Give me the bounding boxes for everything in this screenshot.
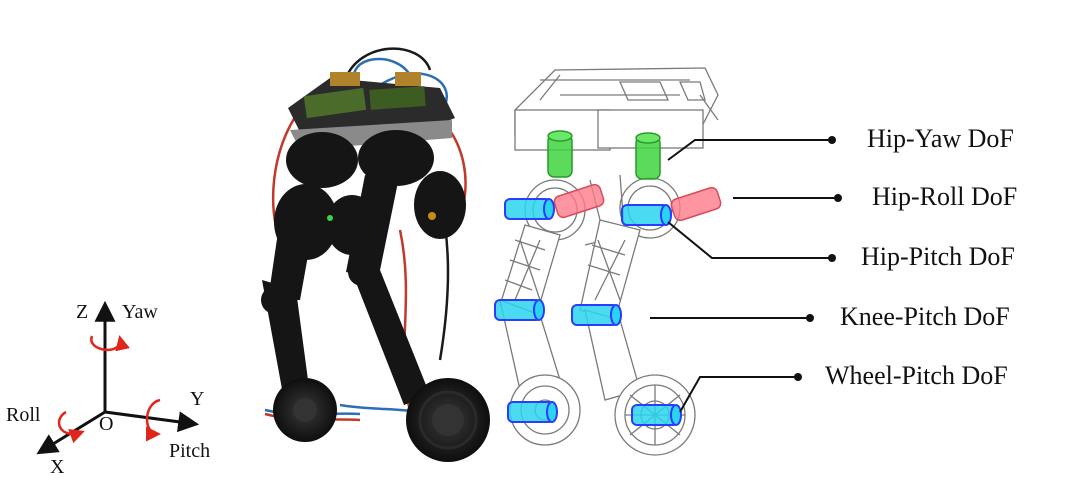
leader-hip-yaw: [667, 139, 832, 161]
leader-wheel-pitch: [679, 376, 798, 413]
leader-hip-pitch: [667, 221, 832, 259]
robot-right-leg: [346, 175, 430, 405]
x-axis: [36, 410, 106, 455]
coordinate-frame: [36, 300, 200, 455]
leader-lines: [650, 136, 842, 413]
roll-rotation-arrow: [57, 410, 85, 444]
electronics-board: [288, 72, 455, 150]
yaw-actuators: [547, 130, 661, 180]
pitch-actuators: [494, 198, 682, 426]
yaw-rotation-arrow: [90, 335, 130, 352]
y-axis: [104, 410, 200, 433]
roll-actuators: [553, 183, 722, 222]
pitch-rotation-arrow: [145, 398, 161, 442]
robot-left-leg: [261, 200, 318, 400]
robot-wheels: [273, 378, 490, 462]
cad-body: [514, 67, 719, 151]
robot-render: [261, 47, 490, 462]
cad-model: [499, 67, 719, 456]
